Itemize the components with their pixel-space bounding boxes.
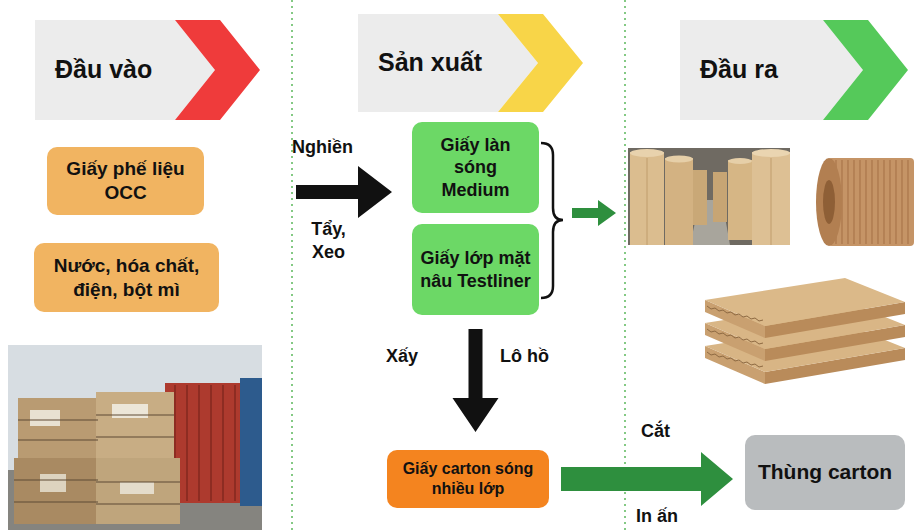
column-divider <box>291 0 293 532</box>
process-arrow <box>296 166 392 218</box>
box-text: Giấy phế liệu OCC <box>55 157 196 205</box>
output-arrow <box>572 200 616 226</box>
text-holder: Đầu vào <box>35 20 180 120</box>
box-text: Giấy lớp mặt nâu Testliner <box>420 247 531 292</box>
product-box: Giấy carton sóng nhiều lớp <box>387 450 549 508</box>
chevron-arrow <box>498 14 583 112</box>
flow-arrow <box>561 452 733 506</box>
chevron-arrow <box>175 20 260 120</box>
product-box: Giấy lớp mặt nâu Testliner <box>412 224 539 315</box>
text-holder: Đầu ra <box>680 20 828 120</box>
box-text: Giấy làn sóng Medium <box>420 134 531 202</box>
text-holder: Giấy làn sóng Medium <box>412 122 539 213</box>
text-holder: Giấy carton sóng nhiều lớp <box>387 450 549 508</box>
chevron-arrow <box>823 20 908 120</box>
flow-arrow <box>453 329 499 432</box>
brace <box>541 143 563 298</box>
step-label: Xấy <box>386 345 446 368</box>
product-box: Giấy làn sóng Medium <box>412 122 539 213</box>
input-box: Giấy phế liệu OCC <box>47 147 204 215</box>
box-text: Giấy carton sóng nhiều lớp <box>395 459 541 499</box>
box-text: Nước, hóa chất, điện, bột mì <box>42 254 211 302</box>
corrugated-sheets <box>705 278 905 384</box>
text-holder: Thùng carton <box>745 435 905 510</box>
text-holder: Giấy lớp mặt nâu Testliner <box>412 224 539 315</box>
step-label: Cắt <box>641 420 701 443</box>
column-divider <box>624 0 626 532</box>
input-box: Nước, hóa chất, điện, bột mì <box>34 243 219 312</box>
chevron-header: Sản xuất <box>358 14 583 112</box>
text-holder: Giấy phế liệu OCC <box>47 147 204 215</box>
chevron-header: Đầu ra <box>680 20 908 120</box>
waste-paper-photo <box>8 345 262 530</box>
step-label: Lô hồ <box>500 345 570 368</box>
header-text: Đầu vào <box>55 54 152 85</box>
arrow-shape <box>561 452 733 506</box>
chevron-header: Đầu vào <box>35 20 260 120</box>
header-text: Đầu ra <box>700 54 778 85</box>
corrugated-roll <box>816 158 914 246</box>
step-label: Nghiền <box>292 136 372 159</box>
paper-rolls-photo <box>628 148 790 245</box>
text-holder: Sản xuất <box>358 14 503 112</box>
output-box: Thùng carton <box>745 435 905 510</box>
step-label: In ấn <box>636 505 706 528</box>
box-text: Thùng carton <box>758 459 892 485</box>
arrow-shape <box>453 329 499 432</box>
header-text: Sản xuất <box>378 47 482 78</box>
step-label: Tẩy, Xeo <box>301 218 356 265</box>
text-holder: Nước, hóa chất, điện, bột mì <box>34 243 219 312</box>
